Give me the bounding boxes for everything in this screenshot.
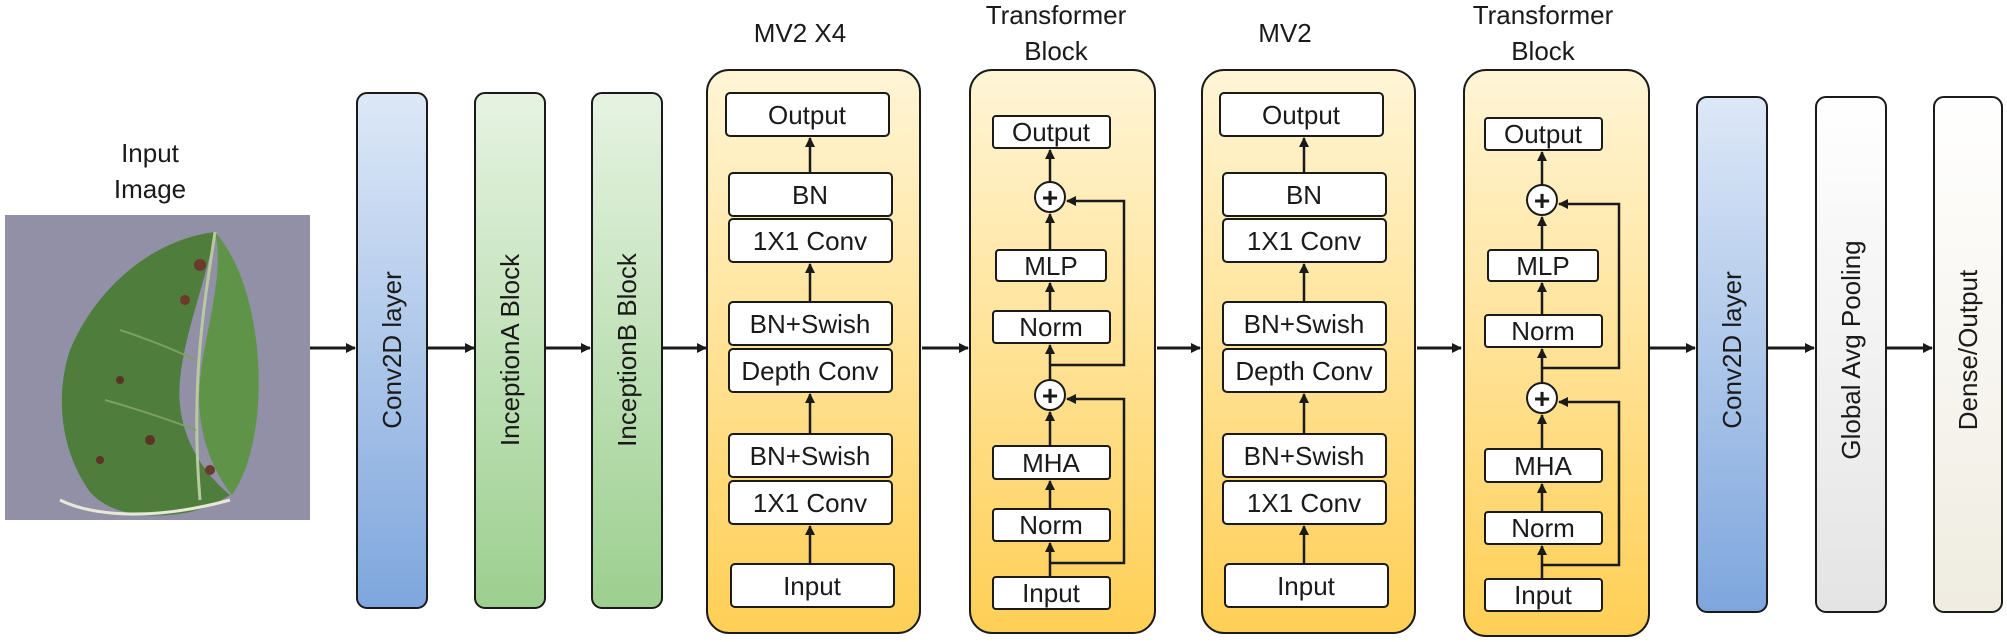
transformer1-internal-arrows [1045, 149, 1126, 577]
mv2x4-depth-conv-label: Depth Conv [741, 356, 878, 386]
mv2-output-label: Output [1262, 100, 1341, 130]
mv2x4-block: MV2 X4 Output BN 1X1 Conv BN+Swish Depth… [706, 18, 921, 634]
transformer1-input-label: Input [1022, 578, 1081, 608]
transformer2-output-label: Output [1504, 119, 1583, 149]
mv2x4-depth-conv-box [728, 348, 893, 393]
mv2-bn-swish-top-label: BN+Swish [1244, 309, 1365, 339]
transformer2-output-box [1484, 117, 1603, 151]
mv2x4-conv1x1-top-label: 1X1 Conv [753, 226, 867, 256]
transformer2-norm-top-box [1484, 314, 1603, 348]
dense-output-block: Dense/Output [1933, 96, 2003, 613]
mv2-title: MV2 [1258, 18, 1311, 48]
transformer1-input-box [992, 576, 1111, 610]
mv2x4-bn-swish-bottom-label: BN+Swish [750, 441, 871, 471]
mv2-conv1x1-top-box [1222, 218, 1387, 263]
global-avg-pooling-label: Global Avg Pooling [1836, 240, 1866, 459]
mv2-output-box [1219, 92, 1384, 137]
mv2-depth-conv-box [1222, 348, 1387, 393]
mv2-input-label: Input [1277, 571, 1336, 601]
mv2x4-bn-swish-top-label: BN+Swish [750, 309, 871, 339]
transformer1-output-box [992, 115, 1111, 149]
transformer1-add-top-symbol: + [1042, 182, 1058, 213]
conv2d-block-1: Conv2D layer [356, 92, 428, 609]
transformer2-input-box [1484, 578, 1603, 612]
transformer1-norm-top-label: Norm [1019, 312, 1083, 342]
mv2-bn-swish-bottom-label: BN+Swish [1244, 441, 1365, 471]
transformer1-mha-label: MHA [1022, 448, 1080, 478]
transformer-block-2: Transformer Block Output + MLP Norm + MH… [1463, 0, 1650, 637]
mv2x4-conv1x1-bottom-label: 1X1 Conv [753, 488, 867, 518]
input-image [5, 215, 310, 520]
conv2d-block-1-label: Conv2D layer [377, 271, 407, 429]
transformer2-mha-box [1484, 448, 1603, 483]
transformer1-title-line2: Block [1024, 36, 1089, 66]
mv2-input-box [1224, 563, 1389, 608]
transformer1-add-bottom-symbol: + [1042, 380, 1058, 411]
transformer1-norm-top-box [992, 310, 1111, 344]
mv2x4-input-label: Input [783, 571, 842, 601]
transformer1-mlp-label: MLP [1024, 251, 1077, 281]
transformer2-title-line1: Transformer [1473, 0, 1614, 30]
inception-b-block: InceptionB Block [591, 92, 663, 609]
mv2x4-conv1x1-top-box [728, 218, 893, 263]
transformer2-add-top-symbol: + [1534, 185, 1550, 216]
conv2d-block-2-label: Conv2D layer [1717, 271, 1747, 429]
mv2x4-conv1x1-bottom-box [728, 480, 893, 525]
transformer2-title-line2: Block [1511, 36, 1576, 66]
mv2-block: MV2 Output BN 1X1 Conv BN+Swish Depth Co… [1201, 18, 1416, 634]
transformer1-norm-bottom-box [992, 508, 1111, 542]
mv2x4-title: MV2 X4 [754, 18, 847, 48]
transformer2-internal-arrows [1537, 151, 1621, 579]
inception-a-block: InceptionA Block [474, 92, 546, 609]
mv2x4-output-box [725, 92, 890, 137]
mv2x4-bn-label: BN [792, 180, 828, 210]
transformer1-title-line1: Transformer [986, 0, 1127, 30]
transformer2-norm-top-label: Norm [1511, 316, 1575, 346]
inception-b-block-label: InceptionB Block [612, 252, 642, 447]
mv2-bn-label: BN [1286, 180, 1322, 210]
transformer2-mha-label: MHA [1514, 451, 1572, 481]
input-label-line1: Input [121, 138, 180, 168]
mv2-conv1x1-top-label: 1X1 Conv [1247, 226, 1361, 256]
transformer2-input-label: Input [1514, 580, 1573, 610]
conv2d-block-2: Conv2D layer [1696, 96, 1768, 613]
global-avg-pooling-block: Global Avg Pooling [1815, 96, 1887, 613]
transformer2-norm-bottom-label: Norm [1511, 513, 1575, 543]
input-label-line2: Image [114, 174, 186, 204]
mv2-conv1x1-bottom-box [1222, 480, 1387, 525]
dense-output-label: Dense/Output [1953, 269, 1983, 430]
mv2-conv1x1-bottom-label: 1X1 Conv [1247, 488, 1361, 518]
mv2x4-output-label: Output [768, 100, 847, 130]
mv2-depth-conv-label: Depth Conv [1235, 356, 1372, 386]
transformer1-mha-box [992, 445, 1111, 480]
transformer1-norm-bottom-label: Norm [1019, 510, 1083, 540]
transformer-block-1: Transformer Block Output + MLP Norm + MH… [969, 0, 1156, 634]
mv2x4-input-box [730, 563, 895, 608]
transformer2-mlp-label: MLP [1516, 251, 1569, 281]
transformer1-output-label: Output [1012, 117, 1091, 147]
transformer2-add-bottom-symbol: + [1534, 383, 1550, 414]
inception-a-block-label: InceptionA Block [495, 253, 525, 446]
transformer2-norm-bottom-box [1484, 511, 1603, 545]
